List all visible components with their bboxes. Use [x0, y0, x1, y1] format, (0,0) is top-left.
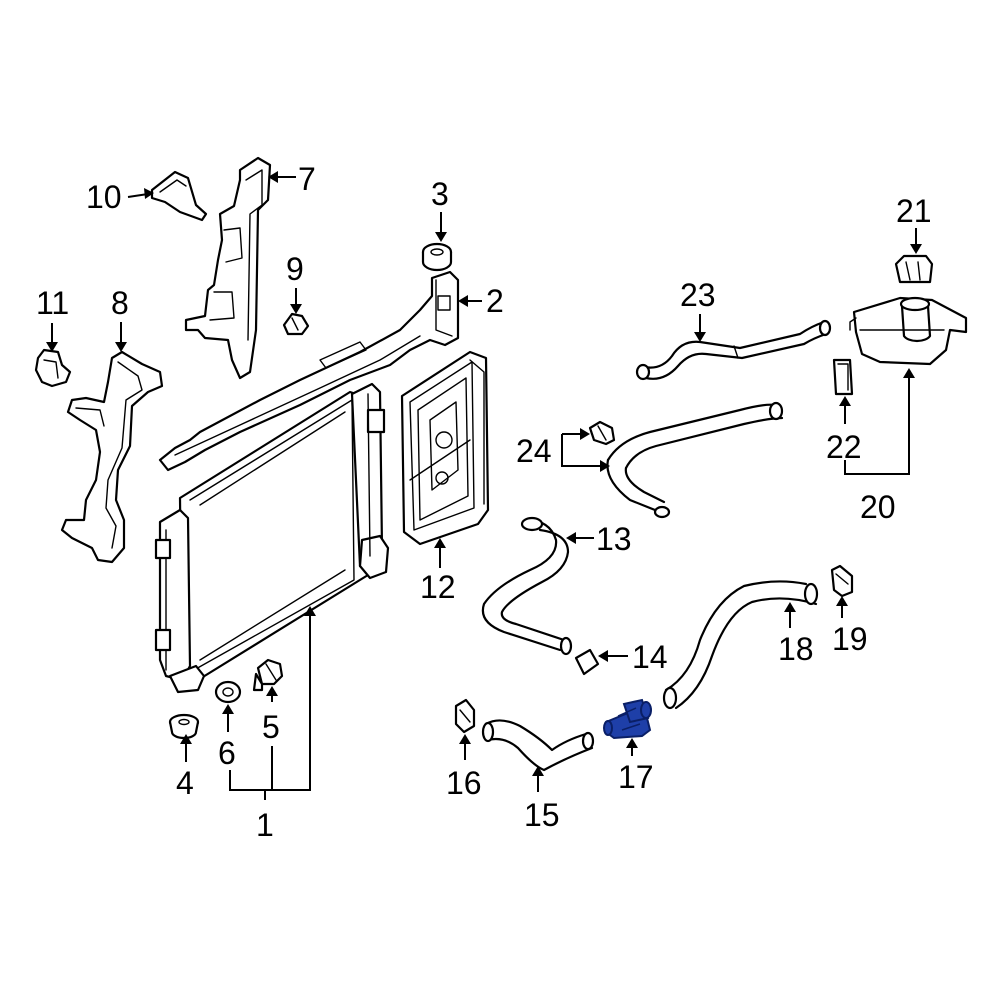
callout-8: 8	[111, 285, 129, 321]
part-2-upper-support[interactable]	[158, 270, 460, 472]
callout-11: 11	[36, 285, 69, 321]
part-24-hose[interactable]	[606, 401, 784, 519]
part-19-clamp[interactable]	[830, 564, 854, 598]
callout-9: 9	[286, 251, 304, 287]
callout-16: 16	[446, 765, 482, 801]
callout-18: 18	[778, 631, 814, 667]
callout-labels: 10 7 3 9 2 11 8 21 23 24 22 20 13 12 14 …	[36, 161, 932, 843]
callout-19: 19	[832, 621, 868, 657]
part-1-radiator[interactable]	[154, 382, 390, 694]
part-21-cap[interactable]	[894, 254, 934, 284]
part-16-clamp[interactable]	[454, 698, 476, 734]
part-3-bushing[interactable]	[421, 242, 453, 272]
callout-7: 7	[298, 161, 316, 197]
callout-15: 15	[524, 797, 560, 833]
part-18-lower-hose[interactable]	[662, 580, 819, 710]
part-23-hose[interactable]	[635, 319, 832, 381]
callout-17: 17	[618, 759, 654, 795]
callout-2: 2	[486, 283, 504, 319]
callout-3: 3	[431, 176, 449, 212]
callout-4: 4	[176, 765, 194, 801]
callout-10: 10	[86, 179, 122, 215]
part-14-clip[interactable]	[574, 648, 600, 676]
part-10-bracket[interactable]	[150, 170, 208, 222]
part-17-connector[interactable]	[603, 698, 652, 740]
part-13-upper-hose[interactable]	[481, 516, 573, 656]
part-6-washer[interactable]	[214, 680, 242, 704]
callout-6: 6	[218, 735, 236, 771]
part-12-fan-shroud[interactable]	[400, 350, 490, 546]
part-15-bypass-hose[interactable]	[481, 719, 595, 772]
part-9-clip[interactable]	[282, 312, 310, 336]
callout-22: 22	[826, 429, 862, 465]
part-22-sensor[interactable]	[832, 358, 854, 396]
callout-5: 5	[262, 709, 280, 745]
callout-13: 13	[596, 521, 632, 557]
leader-lines	[46, 171, 922, 800]
part-11-clip[interactable]	[34, 348, 72, 388]
callout-20: 20	[860, 489, 896, 525]
part-8-air-guide[interactable]	[60, 350, 164, 564]
part-20-reservoir[interactable]	[849, 296, 968, 366]
part-24-clips[interactable]	[588, 420, 616, 446]
callout-12: 12	[420, 569, 456, 605]
part-4-grommet[interactable]	[168, 713, 200, 740]
callout-1: 1	[256, 807, 274, 843]
callout-24: 24	[516, 433, 552, 469]
callout-14: 14	[632, 639, 668, 675]
callout-21: 21	[896, 193, 932, 229]
part-7-air-guide[interactable]	[184, 156, 272, 380]
callout-23: 23	[680, 277, 716, 313]
part-5-drain-plug[interactable]	[252, 658, 284, 692]
